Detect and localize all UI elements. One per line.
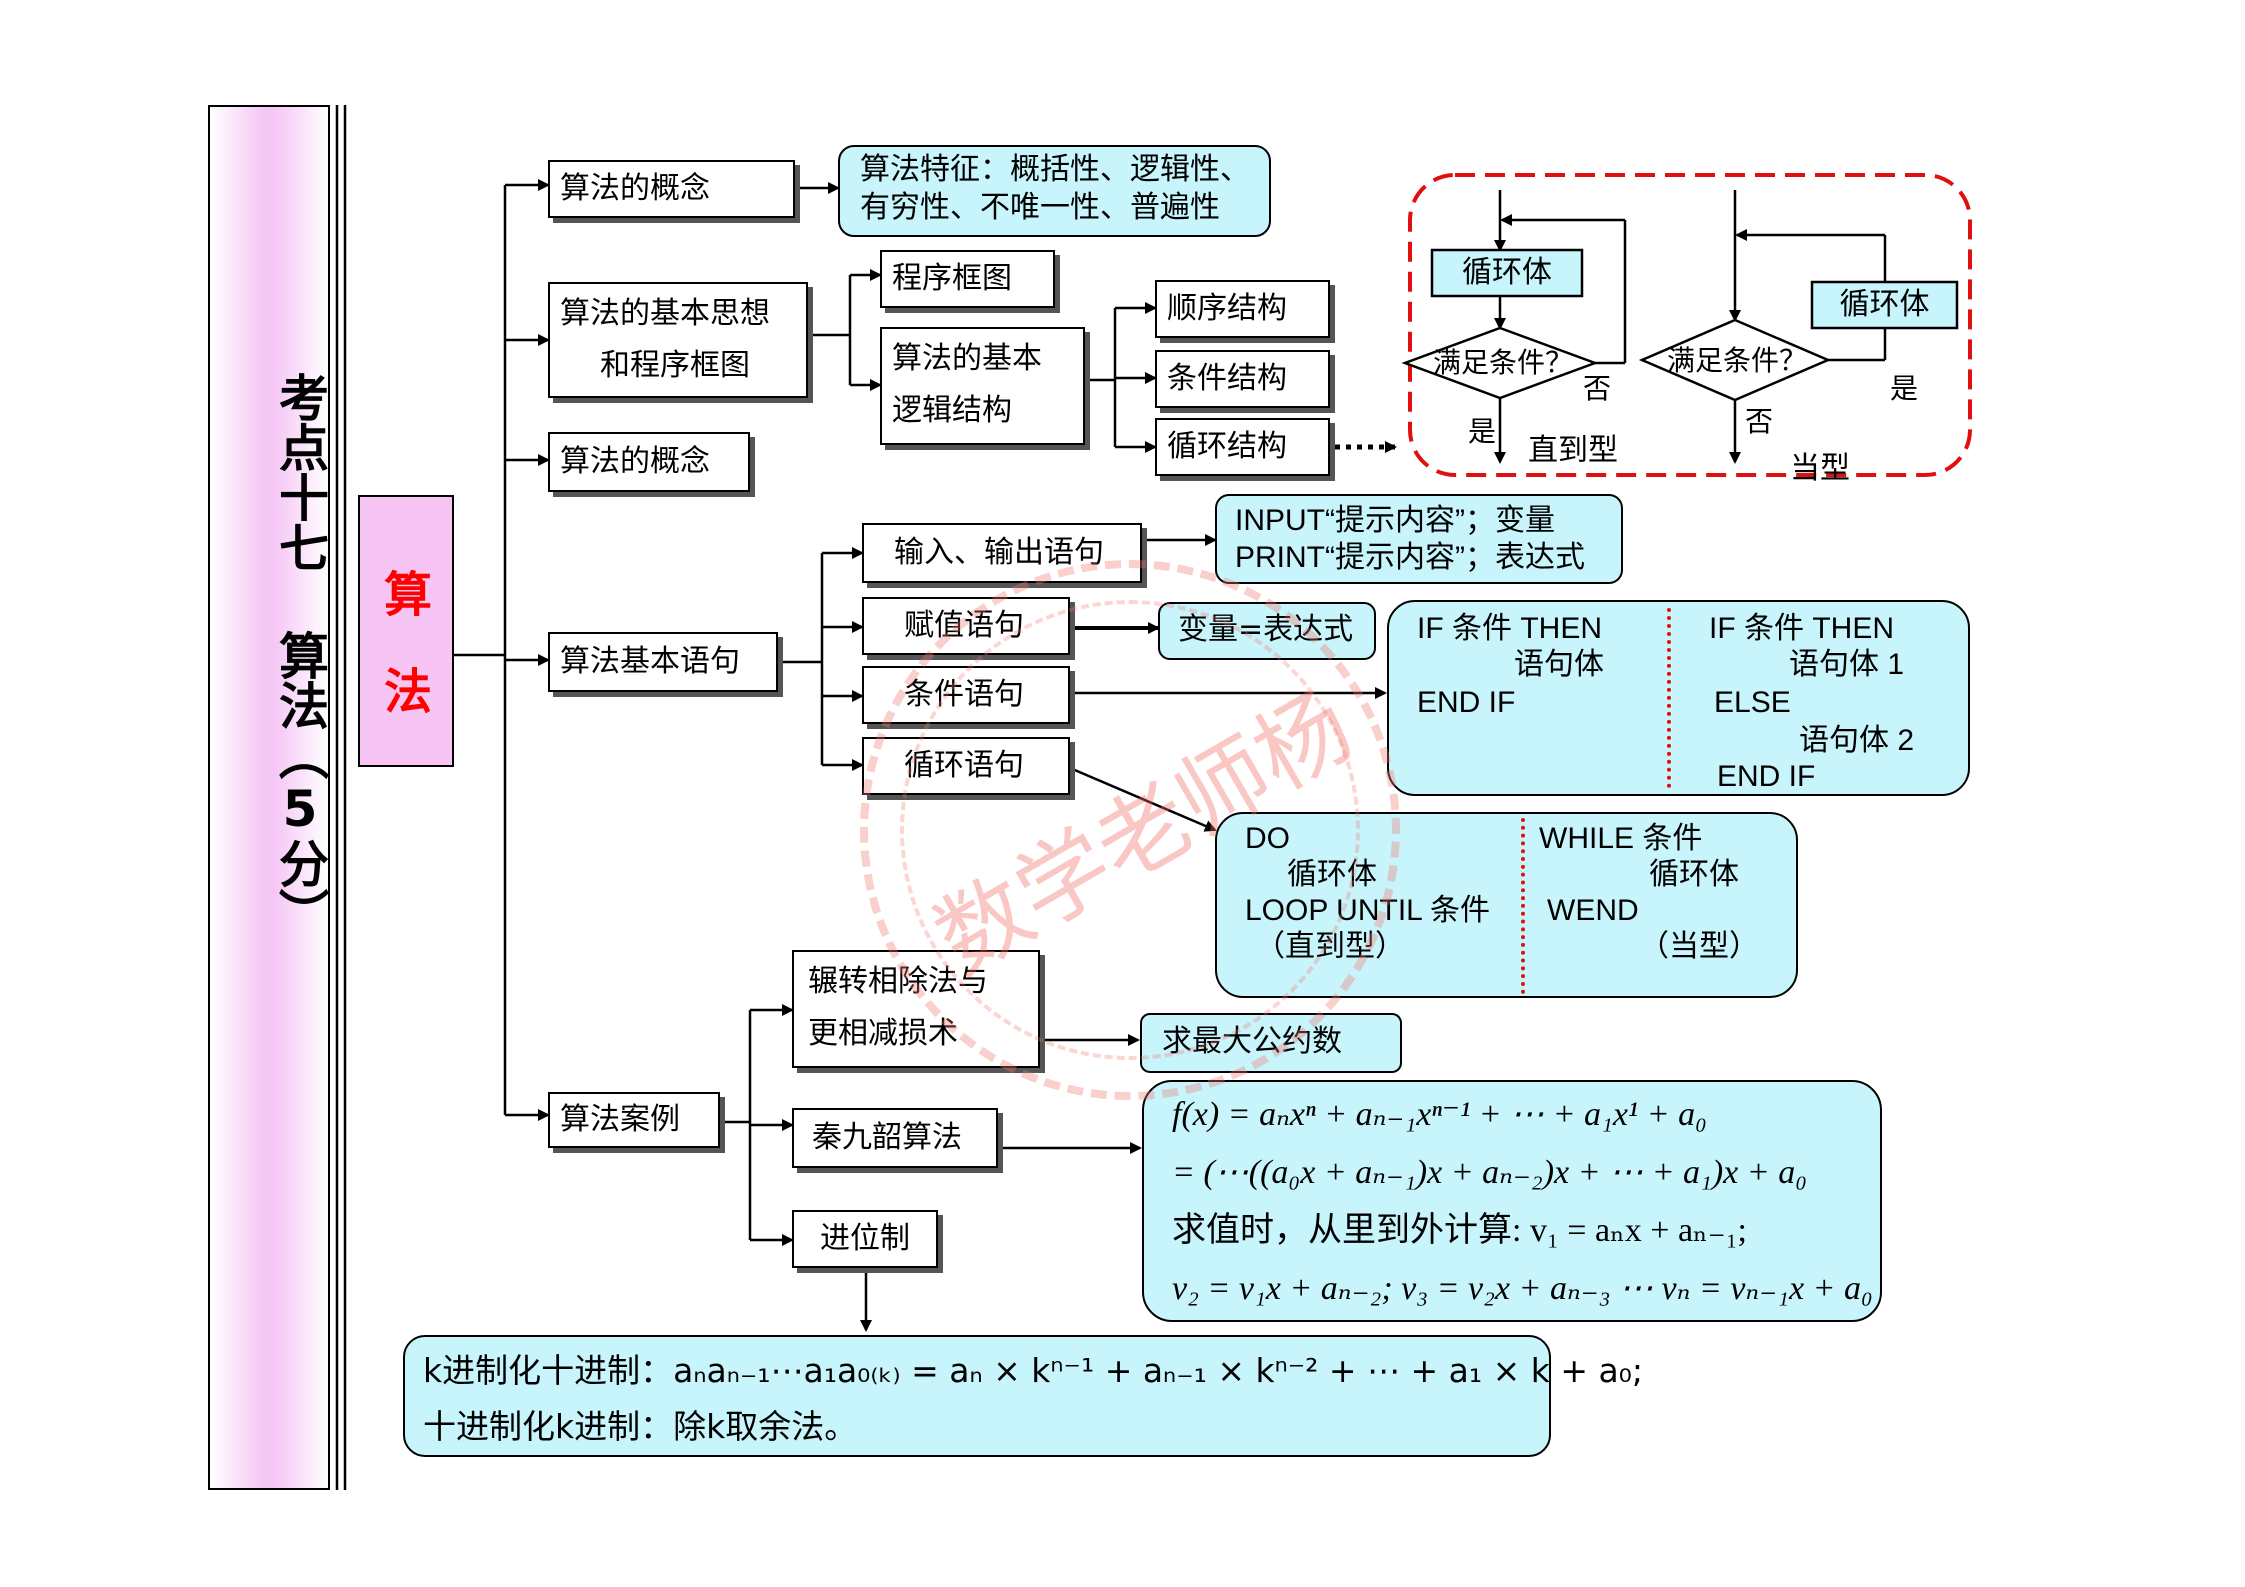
base-formula-box: k进制化十进制：aₙaₙ₋₁⋯a₁a₀₍ₖ₎ = aₙ × kⁿ⁻¹ + aₙ₋…	[403, 1335, 1644, 1457]
node-qin: 秦九韶算法	[792, 1108, 998, 1168]
node-basic-idea-line1: 算法的基本思想	[560, 296, 770, 331]
node-statements: 算法基本语句	[548, 632, 778, 692]
while-type-label: 当型	[1790, 451, 1850, 486]
node-concept-2: 算法的概念	[548, 432, 750, 492]
node-logic-line1: 算法的基本	[892, 341, 1042, 376]
if-left-line2: 语句体	[1514, 648, 1604, 681]
node-concept-1: 算法的概念	[548, 160, 795, 218]
node-features: 算法特征：概括性、逻辑性、 有穷性、不唯一性、普遍性	[838, 145, 1271, 237]
base-formula-line1: k进制化十进制：aₙaₙ₋₁⋯a₁a₀₍ₖ₎ = aₙ × kⁿ⁻¹ + aₙ₋…	[423, 1351, 1644, 1390]
no-label-right: 否	[1745, 405, 1774, 438]
node-cases: 算法案例	[548, 1092, 720, 1148]
qin-formula-line1: f(x) = aₙxⁿ + aₙ₋₁xⁿ⁻¹ + ⋯ + a₁x¹ + a₀	[1172, 1096, 1707, 1133]
if-left-line3: END IF	[1417, 686, 1516, 719]
no-label-left: 否	[1583, 372, 1612, 405]
gcd-box: 求最大公约数	[1140, 1013, 1402, 1073]
node-flowchart: 程序框图	[880, 250, 1055, 308]
while-right-line3: WEND	[1547, 894, 1639, 927]
node-conditional: 条件结构	[1155, 350, 1330, 408]
node-assign: 赋值语句	[862, 597, 1070, 655]
node-basic-idea: 算法的基本思想 和程序框图	[548, 282, 808, 398]
sidebar-title: 考点十七 算法（5分）	[271, 372, 329, 938]
topic-char-2: 法	[383, 664, 432, 720]
node-cond-stmt: 条件语句	[862, 666, 1070, 724]
topic-box: 算 法	[358, 495, 454, 767]
loop-divider	[1521, 818, 1525, 994]
base-formula-line2: 十进制化k进制：除k取余法。	[423, 1407, 858, 1446]
do-left-line3: LOOP UNTIL 条件	[1245, 894, 1491, 927]
if-right-line5: END IF	[1717, 760, 1816, 793]
qin-formula-line2: = (⋯((a₀x + aₙ₋₁)x + aₙ₋₂)x + ⋯ + a₁)x +…	[1172, 1154, 1808, 1191]
node-euclid: 辗转相除法与 更相减损术	[792, 950, 1040, 1068]
io-syntax-box: INPUT“提示内容”；变量 PRINT“提示内容”；表达式	[1215, 494, 1623, 584]
until-type-label: 直到型	[1528, 433, 1618, 468]
yes-label-left: 是	[1468, 415, 1497, 448]
condition-right: 满足条件？	[1666, 344, 1807, 377]
yes-label-right: 是	[1890, 372, 1919, 405]
while-right-line4: （当型）	[1639, 930, 1759, 963]
node-sequential: 顺序结构	[1155, 280, 1330, 338]
loop-syntax-box: DO 循环体 LOOP UNTIL 条件 （直到型） WHILE 条件 循环体 …	[1215, 812, 1798, 998]
qin-formula-line4: v₂ = v₁x + aₙ₋₂; v₃ = v₂x + aₙ₋₃ ⋯ vₙ = …	[1172, 1270, 1873, 1307]
condition-left: 满足条件？	[1432, 346, 1573, 379]
do-left-line2: 循环体	[1287, 858, 1377, 891]
node-logic: 算法的基本 逻辑结构	[880, 327, 1085, 445]
assign-syntax-box: 变量=表达式	[1158, 602, 1376, 660]
io-syntax-line1: INPUT“提示内容”；变量	[1235, 504, 1555, 537]
if-right-line4: 语句体 2	[1799, 724, 1915, 757]
if-right-line3: ELSE	[1714, 686, 1791, 719]
while-right-line2: 循环体	[1649, 858, 1739, 891]
node-euclid-line1: 辗转相除法与	[808, 964, 988, 999]
node-io: 输入、输出语句	[862, 523, 1142, 583]
node-logic-line2: 逻辑结构	[892, 393, 1012, 428]
if-right-line1: IF 条件 THEN	[1709, 612, 1894, 645]
do-left-line4: （直到型）	[1255, 930, 1405, 963]
node-basic-idea-line2: 和程序框图	[600, 348, 750, 383]
do-left-line1: DO	[1245, 822, 1290, 855]
topic-char-1: 算	[383, 567, 432, 623]
io-syntax-line2: PRINT“提示内容”；表达式	[1235, 541, 1585, 574]
if-syntax-box: IF 条件 THEN 语句体 END IF IF 条件 THEN 语句体 1 E…	[1387, 600, 1970, 796]
qin-formula-line3: 求值时，从里到外计算: v₁ = aₙx + aₙ₋₁;	[1172, 1212, 1747, 1249]
loop-body-left: 循环体	[1462, 255, 1552, 290]
features-line2: 有穷性、不唯一性、普遍性	[860, 190, 1220, 225]
qin-formula-box: f(x) = aₙxⁿ + aₙ₋₁xⁿ⁻¹ + ⋯ + a₁x¹ + a₀ =…	[1142, 1080, 1882, 1322]
if-divider	[1667, 608, 1671, 788]
node-base: 进位制	[792, 1210, 938, 1268]
node-euclid-line2: 更相减损术	[808, 1016, 958, 1051]
if-right-line2: 语句体 1	[1789, 648, 1905, 681]
node-loop: 循环结构	[1155, 418, 1330, 476]
sidebar: 考点十七 算法（5分）	[208, 105, 330, 1490]
features-line1: 算法特征：概括性、逻辑性、	[860, 152, 1250, 187]
loop-body-right: 循环体	[1839, 287, 1930, 322]
node-loop-stmt: 循环语句	[862, 737, 1070, 795]
while-right-line1: WHILE 条件	[1539, 822, 1703, 855]
if-left-line1: IF 条件 THEN	[1417, 612, 1602, 645]
